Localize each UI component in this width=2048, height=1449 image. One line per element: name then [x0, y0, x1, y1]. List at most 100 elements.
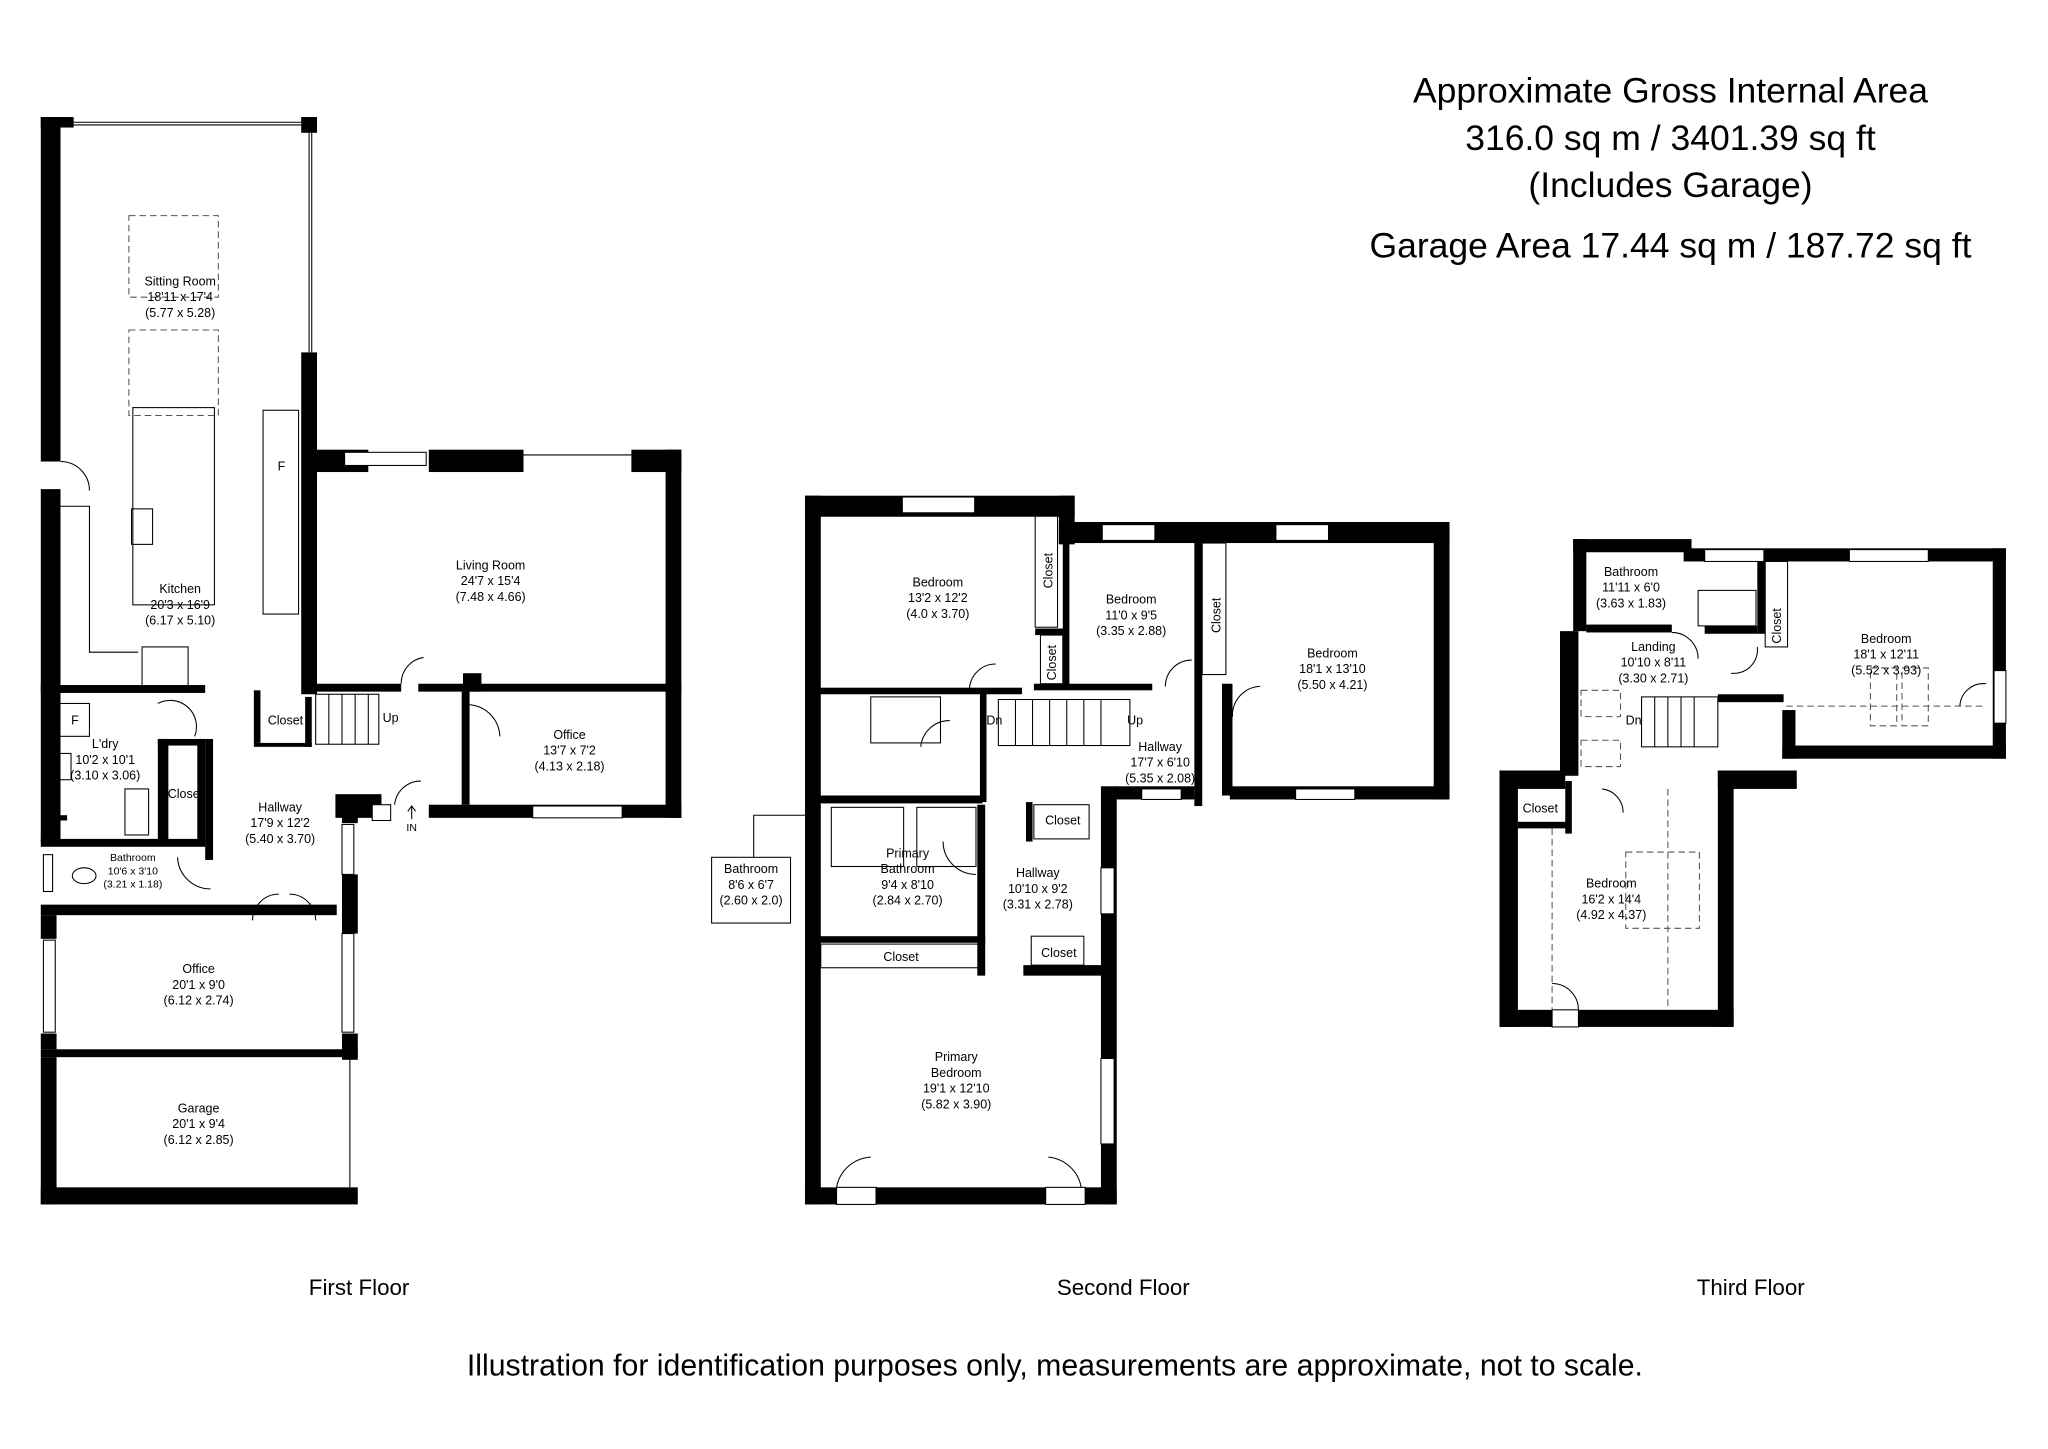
svg-text:16'2 x 14'4: 16'2 x 14'4	[1581, 892, 1641, 906]
room-bedroom: Bedroom 13'2 x 12'2 (4.0 x 3.70)	[906, 575, 969, 621]
svg-text:(4.92 x 4.37): (4.92 x 4.37)	[1576, 908, 1646, 922]
stairs-down-marker: Dn	[1626, 714, 1642, 728]
svg-text:(4.13 x 2.18): (4.13 x 2.18)	[534, 760, 604, 774]
svg-text:10'2 x 10'1: 10'2 x 10'1	[75, 753, 135, 767]
svg-text:Living Room: Living Room	[456, 558, 525, 572]
room-closet: Closet	[168, 787, 204, 801]
room-hallway: Hallway 10'10 x 9'2 (3.31 x 2.78)	[1003, 866, 1073, 912]
room-bathroom: Bathroom 8'6 x 6'7 (2.60 x 2.0)	[719, 862, 782, 908]
room-closet: Closet	[1041, 552, 1055, 588]
fridge-marker: F	[278, 460, 286, 474]
room-primary-bathroom: Primary Bathroom 9'4 x 8'10 (2.84 x 2.70…	[873, 846, 943, 907]
room-closet: Closet	[1770, 608, 1784, 644]
second-floor-plan: Dn Up Bedroom 13'2 x 12'2 (4.0 x 3.70) B…	[711, 495, 1450, 1300]
svg-text:Bedroom: Bedroom	[1106, 593, 1157, 607]
svg-text:Garage: Garage	[178, 1101, 220, 1115]
svg-text:17'7 x 6'10: 17'7 x 6'10	[1130, 756, 1190, 770]
svg-text:(7.48 x 4.66): (7.48 x 4.66)	[456, 590, 526, 604]
svg-text:10'6 x 3'10: 10'6 x 3'10	[108, 865, 158, 877]
svg-text:10'10 x 8'11: 10'10 x 8'11	[1621, 656, 1687, 670]
svg-text:(3.35 x 2.88): (3.35 x 2.88)	[1096, 624, 1166, 638]
svg-text:18'11 x 17'4: 18'11 x 17'4	[147, 290, 213, 304]
room-office: Office 13'7 x 7'2 (4.13 x 2.18)	[534, 728, 604, 774]
svg-text:(6.12 x 2.74): (6.12 x 2.74)	[164, 994, 234, 1008]
svg-text:Bedroom: Bedroom	[913, 575, 964, 589]
room-hallway: Hallway 17'9 x 12'2 (5.40 x 3.70)	[245, 800, 315, 846]
svg-text:(5.82 x 3.90): (5.82 x 3.90)	[921, 1097, 991, 1111]
room-bedroom: Bedroom 11'0 x 9'5 (3.35 x 2.88)	[1096, 593, 1166, 639]
room-kitchen: Kitchen 20'3 x 16'9 (6.17 x 5.10)	[145, 582, 215, 628]
svg-text:(5.50 x 4.21): (5.50 x 4.21)	[1297, 678, 1367, 692]
second-floor-caption: Second Floor	[1057, 1275, 1190, 1300]
svg-text:Bathroom: Bathroom	[724, 862, 778, 876]
first-floor-caption: First Floor	[309, 1275, 410, 1300]
svg-text:(3.21 x 1.18): (3.21 x 1.18)	[103, 879, 162, 891]
third-floor-caption: Third Floor	[1697, 1275, 1806, 1300]
svg-text:Hallway: Hallway	[1138, 740, 1182, 754]
room-closet: Closet	[1041, 946, 1077, 960]
third-floor-plan: Dn Bathroom 11'11 x 6'0 (3.63 x 1.83) La…	[1499, 539, 2007, 1300]
svg-text:(4.0 x 3.70): (4.0 x 3.70)	[906, 607, 969, 621]
room-closet: Closet	[1523, 802, 1559, 816]
room-bedroom: Bedroom 16'2 x 14'4 (4.92 x 4.37)	[1576, 877, 1646, 923]
disclaimer: Illustration for identification purposes…	[467, 1349, 1643, 1382]
svg-text:Bathroom: Bathroom	[881, 862, 935, 876]
room-living-room: Living Room 24'7 x 15'4 (7.48 x 4.66)	[456, 558, 526, 604]
svg-text:L'dry: L'dry	[92, 737, 119, 751]
svg-text:8'6 x 6'7: 8'6 x 6'7	[728, 878, 774, 892]
svg-text:18'1 x 12'11: 18'1 x 12'11	[1853, 648, 1919, 662]
svg-text:(5.35 x 2.08): (5.35 x 2.08)	[1125, 771, 1195, 785]
room-bedroom: Bedroom 18'1 x 13'10 (5.50 x 4.21)	[1297, 646, 1367, 692]
stairs-up-marker: Up	[383, 711, 399, 725]
svg-text:18'1 x 13'10: 18'1 x 13'10	[1299, 662, 1366, 676]
svg-text:13'2 x 12'2: 13'2 x 12'2	[908, 591, 968, 605]
stairs-up-marker: Up	[1127, 714, 1143, 728]
laundry-fridge-marker: F	[71, 714, 79, 728]
svg-text:19'1 x 12'10: 19'1 x 12'10	[923, 1082, 990, 1096]
garage-area: Garage Area 17.44 sq m / 187.72 sq ft	[1369, 226, 1971, 266]
svg-text:(5.40 x 3.70): (5.40 x 3.70)	[245, 832, 315, 846]
svg-text:9'4 x 8'10: 9'4 x 8'10	[881, 878, 934, 892]
entrance-marker: IN	[406, 822, 417, 834]
room-landing: Landing 10'10 x 8'11 (3.30 x 2.71)	[1618, 640, 1688, 686]
room-laundry: L'dry 10'2 x 10'1 (3.10 x 3.06)	[70, 737, 140, 783]
svg-text:11'11 x 6'0: 11'11 x 6'0	[1602, 581, 1660, 595]
room-closet: Closet	[268, 714, 304, 728]
room-hallway: Hallway 17'7 x 6'10 (5.35 x 2.08)	[1125, 740, 1195, 786]
svg-text:20'1 x 9'0: 20'1 x 9'0	[172, 978, 225, 992]
svg-text:11'0 x 9'5: 11'0 x 9'5	[1105, 608, 1157, 622]
svg-text:13'7 x 7'2: 13'7 x 7'2	[543, 744, 596, 758]
area-summary: Approximate Gross Internal Area 316.0 sq…	[1369, 71, 1971, 266]
room-sitting-room: Sitting Room 18'11 x 17'4 (5.77 x 5.28)	[144, 274, 215, 320]
svg-text:(3.31 x 2.78): (3.31 x 2.78)	[1003, 898, 1073, 912]
svg-text:Primary: Primary	[886, 846, 930, 860]
svg-text:10'10 x 9'2: 10'10 x 9'2	[1008, 882, 1068, 896]
svg-text:Bathroom: Bathroom	[1604, 565, 1658, 579]
room-bathroom: Bathroom 10'6 x 3'10 (3.21 x 1.18)	[103, 852, 162, 890]
svg-text:(2.60 x 2.0): (2.60 x 2.0)	[719, 894, 782, 908]
svg-text:(6.17 x 5.10): (6.17 x 5.10)	[145, 614, 215, 628]
svg-text:(3.10 x 3.06): (3.10 x 3.06)	[70, 769, 140, 783]
first-floor-plan: F F	[40, 117, 682, 1300]
svg-text:Landing: Landing	[1631, 640, 1675, 654]
room-primary-bedroom: Primary Bedroom 19'1 x 12'10 (5.82 x 3.9…	[921, 1050, 991, 1111]
svg-text:20'1 x 9'4: 20'1 x 9'4	[172, 1117, 225, 1131]
room-closet: Closet	[1210, 597, 1224, 633]
svg-text:24'7 x 15'4: 24'7 x 15'4	[461, 574, 521, 588]
room-closet: Closet	[883, 950, 919, 964]
svg-text:(5.77 x 5.28): (5.77 x 5.28)	[145, 306, 215, 320]
room-closet: Closet	[1045, 813, 1081, 827]
svg-text:Kitchen: Kitchen	[159, 582, 201, 596]
svg-text:Bathroom: Bathroom	[110, 852, 156, 864]
svg-text:(5.52 x 3.93): (5.52 x 3.93)	[1851, 664, 1921, 678]
svg-text:Sitting Room: Sitting Room	[144, 274, 215, 288]
svg-text:(3.30 x 2.71): (3.30 x 2.71)	[1618, 671, 1688, 685]
svg-text:Office: Office	[553, 728, 585, 742]
svg-text:(6.12 x 2.85): (6.12 x 2.85)	[164, 1133, 234, 1147]
room-closet: Closet	[1045, 644, 1059, 680]
svg-text:(2.84 x 2.70): (2.84 x 2.70)	[873, 894, 943, 908]
svg-text:Bedroom: Bedroom	[1861, 632, 1912, 646]
svg-text:20'3 x 16'9: 20'3 x 16'9	[150, 598, 210, 612]
room-bedroom: Bedroom 18'1 x 12'11 (5.52 x 3.93)	[1851, 632, 1921, 678]
